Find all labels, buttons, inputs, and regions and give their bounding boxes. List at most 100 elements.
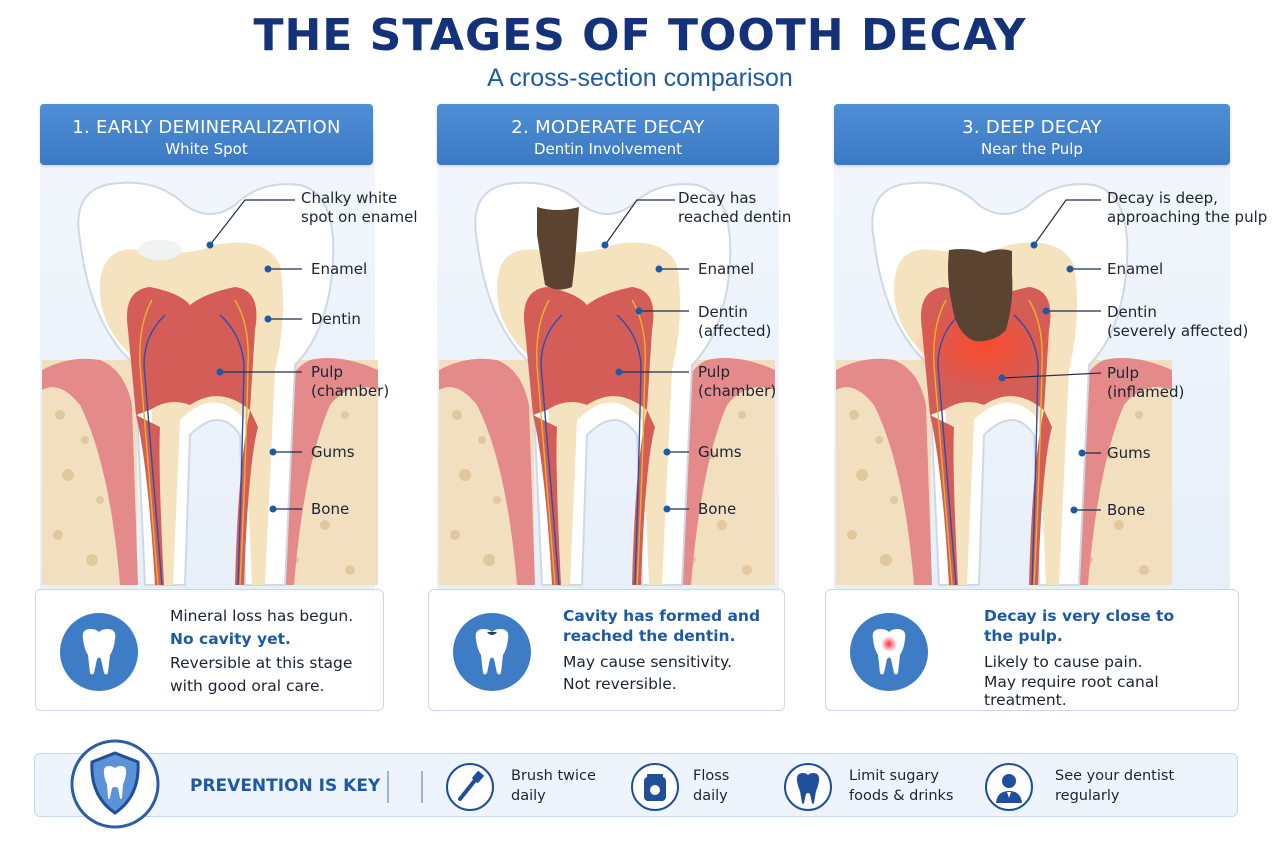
tip-sugar: Limit sugary foods & drinks <box>849 766 953 806</box>
stage-2-header: 2. MODERATE DECAY Dentin Involvement <box>437 104 779 165</box>
pulp <box>126 287 258 585</box>
gum-left <box>42 358 138 585</box>
toothbrush-icon <box>446 763 494 811</box>
stage-2-gums-label: Gums <box>698 443 742 461</box>
tip-line: Brush twice <box>511 768 596 784</box>
stage-2-pulp-label: Pulp (chamber) <box>698 363 776 401</box>
callout-line: approaching the pulp <box>1107 208 1268 226</box>
decay-cavity <box>537 207 579 290</box>
divider <box>387 771 389 803</box>
pulp <box>523 287 655 585</box>
stage-3-header: 3. DEEP DECAY Near the Pulp <box>834 104 1230 165</box>
info-line: Mineral loss has begun. <box>170 607 354 625</box>
tip-line: regularly <box>1055 788 1120 804</box>
stage-3-bone-label: Bone <box>1107 501 1146 519</box>
stage-2-dentin-label: Dentin (affected) <box>698 303 771 341</box>
dentist-icon <box>985 763 1033 811</box>
stage-1-dentin-label: Dentin <box>311 310 361 328</box>
stage-1-header: 1. EARLY DEMINERALIZATION White Spot <box>40 104 373 165</box>
stage-3-info-box: Decay is very close to the pulp. Likely … <box>825 589 1239 711</box>
callout-line: Chalky white <box>301 189 398 207</box>
gum-right <box>276 357 378 585</box>
tip-brush: Brush twice daily <box>511 766 596 806</box>
tip-dentist: See your dentist regularly <box>1055 766 1174 806</box>
stage-3-subheading: Near the Pulp <box>981 140 1083 158</box>
dentin-line: Dentin <box>1107 303 1157 321</box>
gum-left <box>439 358 535 585</box>
callout-line: Decay has <box>678 189 757 207</box>
dentin-line: (affected) <box>698 322 772 340</box>
floss-icon <box>631 763 679 811</box>
stage-2-subheading: Dentin Involvement <box>533 140 683 158</box>
info-line: reached the dentin. <box>563 627 736 645</box>
divider <box>421 771 423 803</box>
gum-right <box>1070 357 1172 585</box>
tip-line: See your dentist <box>1055 768 1175 784</box>
stage-1-callout-label: Chalky white spot on enamel <box>301 189 418 227</box>
stage-1-tooth-diagram <box>42 181 378 586</box>
stage-3-dentin-label: Dentin (severely affected) <box>1107 303 1248 341</box>
leader-dots <box>601 241 671 513</box>
info-line: No cavity yet. <box>170 630 291 648</box>
info-line: Likely to cause pain. <box>984 653 1143 671</box>
stage-2-enamel-label: Enamel <box>698 260 755 278</box>
stage-3-callout-label: Decay is deep, approaching the pulp <box>1107 189 1267 227</box>
tip-line: Floss <box>693 768 730 784</box>
tooth-cavity-icon <box>453 613 531 691</box>
info-line: May require root canal <box>984 673 1159 691</box>
stage-1-subheading: White Spot <box>165 140 248 158</box>
info-line: treatment. <box>984 691 1067 709</box>
gum-left <box>836 358 932 585</box>
nerves <box>536 299 646 586</box>
stage-3-pulp-label: Pulp (inflamed) <box>1107 364 1184 402</box>
stage-2-heading: 2. MODERATE DECAY <box>511 117 705 138</box>
tooth-icon <box>784 763 832 811</box>
leader-lines <box>209 199 302 510</box>
info-line: with good oral care. <box>170 677 325 695</box>
stage-3-tooth-diagram <box>836 181 1172 586</box>
info-line: Reversible at this stage <box>170 654 353 672</box>
stage-1-gums-label: Gums <box>311 443 355 461</box>
page-subtitle: A cross-section comparison <box>487 64 793 92</box>
page-title: THE STAGES OF TOOTH DECAY <box>253 10 1027 61</box>
leader-dots <box>206 241 277 513</box>
callout-line: reached dentin <box>678 208 792 226</box>
stage-2-tooth-diagram <box>439 181 775 586</box>
prevention-title: PREVENTION IS KEY <box>190 776 381 796</box>
callout-line: Decay is deep, <box>1107 189 1218 207</box>
tip-line: foods & drinks <box>849 788 954 804</box>
info-line: Cavity has formed and <box>563 607 761 625</box>
stage-1-pulp-label: Pulp (chamber) <box>311 363 389 401</box>
pulp-line: Pulp <box>1107 364 1139 382</box>
gum-right <box>673 357 775 585</box>
stage-1-bone-label: Bone <box>311 500 350 518</box>
pulp-line: Pulp <box>698 363 730 381</box>
pulp-line: Pulp <box>311 363 343 381</box>
shield-tooth-icon <box>70 739 160 829</box>
info-line: Decay is very close to <box>984 607 1175 625</box>
tip-line: daily <box>693 788 728 804</box>
prevention-bar: PREVENTION IS KEY Brush twice daily Flos… <box>34 739 1238 829</box>
stage-1-enamel-label: Enamel <box>311 260 368 278</box>
stage-3-gums-label: Gums <box>1107 444 1151 462</box>
tip-line: daily <box>511 788 546 804</box>
tooth-icon <box>60 613 138 691</box>
white-spot <box>138 240 182 260</box>
dentin-line: Dentin <box>698 303 748 321</box>
stage-2-bone-label: Bone <box>698 500 737 518</box>
tip-floss: Floss daily <box>693 766 729 806</box>
stage-3-heading: 3. DEEP DECAY <box>962 117 1102 138</box>
pulp-line: (chamber) <box>698 382 777 400</box>
info-line: the pulp. <box>984 627 1063 645</box>
nerves <box>139 299 249 586</box>
callout-line: spot on enamel <box>301 208 418 226</box>
info-line: May cause sensitivity. <box>563 653 733 671</box>
nerves <box>933 299 1043 586</box>
stage-1-heading: 1. EARLY DEMINERALIZATION <box>72 117 341 138</box>
leader-lines <box>604 199 689 510</box>
pulp-line: (inflamed) <box>1107 383 1185 401</box>
tooth-pain-icon <box>850 613 928 691</box>
decay-cavity <box>948 249 1013 342</box>
leader-dots <box>998 241 1086 514</box>
stage-2-info-box: Cavity has formed and reached the dentin… <box>428 589 785 711</box>
